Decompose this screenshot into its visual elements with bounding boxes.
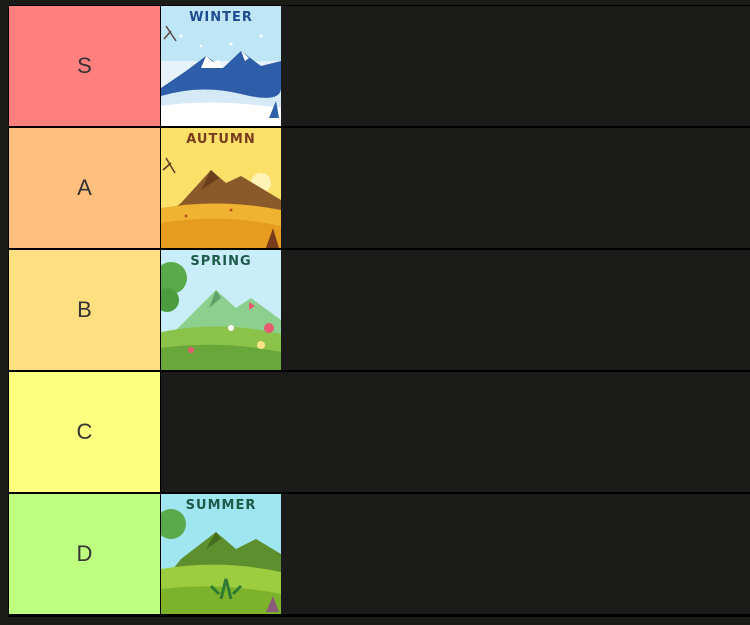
tier-items-a[interactable]: AUTUMN [161, 128, 750, 248]
tier-row-a: A AUTUMN [8, 128, 750, 248]
tier-row-b: B SPRING [8, 250, 750, 370]
tier-row-d: D SUMMER [8, 494, 750, 614]
tier-label-c[interactable]: C [9, 372, 160, 492]
card-title: SUMMER [185, 498, 257, 513]
card-autumn[interactable]: AUTUMN [161, 128, 281, 248]
tier-items-c[interactable] [161, 372, 750, 492]
tier-label-b[interactable]: B [9, 250, 160, 370]
card-title: SPRING [190, 254, 252, 269]
card-winter[interactable]: WINTER [161, 6, 281, 126]
tier-board: S WINTER A [8, 5, 750, 617]
spring-scene-image [161, 250, 281, 370]
card-title: WINTER [189, 10, 253, 25]
card-summer[interactable]: SUMMER [161, 494, 281, 614]
summer-scene-image [161, 494, 281, 614]
winter-scene-image [161, 6, 281, 126]
tier-items-b[interactable]: SPRING [161, 250, 750, 370]
tier-row-c: C [8, 372, 750, 492]
tier-label-a[interactable]: A [9, 128, 160, 248]
tier-label-s[interactable]: S [9, 6, 160, 126]
tier-row-s: S WINTER [8, 6, 750, 126]
card-title: AUTUMN [186, 132, 256, 147]
tier-label-d[interactable]: D [9, 494, 160, 614]
tier-items-d[interactable]: SUMMER [161, 494, 750, 614]
autumn-scene-image [161, 128, 281, 248]
card-spring[interactable]: SPRING [161, 250, 281, 370]
tier-items-s[interactable]: WINTER [161, 6, 750, 126]
